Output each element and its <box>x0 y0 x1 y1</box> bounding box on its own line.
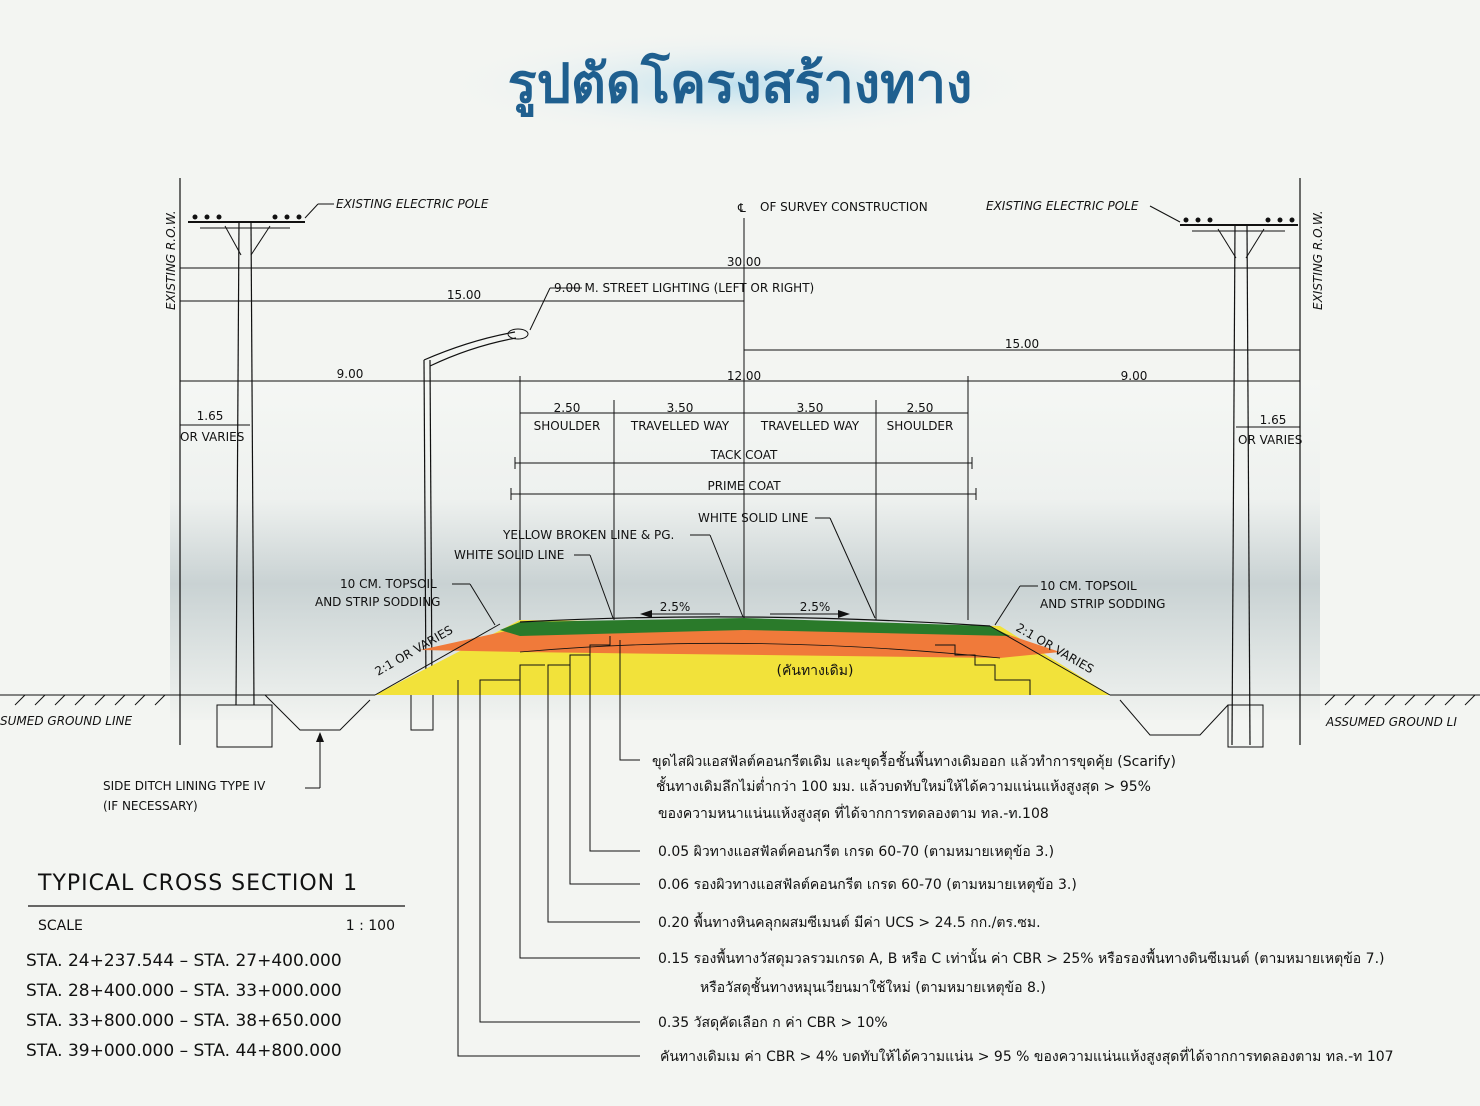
existing-embankment-label: (คันทางเดิม) <box>777 663 854 679</box>
dim-9-right: 9.00 <box>1121 369 1148 383</box>
page-title: รูปตัดโครงสร้างทาง <box>508 52 973 117</box>
prime-coat-label: PRIME COAT <box>707 479 781 493</box>
note-scarify-3: ของความหนาแน่นแห้งสูงสุด ที่ได้จากการทดล… <box>658 804 1049 822</box>
dim-165-left: 1.65 <box>197 409 224 423</box>
note-base: 0.20 พื้นทางหินคลุกผสมซีเมนต์ มีค่า UCS … <box>658 912 1041 931</box>
section-title: TYPICAL CROSS SECTION 1 <box>37 871 358 896</box>
electric-pole-right <box>1180 217 1298 748</box>
centerline-symbol: ℄ <box>737 201 746 215</box>
street-light <box>410 328 529 731</box>
station-range: STA. 28+400.000 – STA. 33+000.000 <box>26 981 342 1001</box>
side-slope-right <box>989 625 1111 696</box>
dim-15-left: 15.00 <box>447 288 481 302</box>
shoulder-label-left: SHOULDER <box>534 419 601 433</box>
travelled-way-right: TRAVELLED WAY <box>760 419 860 433</box>
side-ditch-label-2: (IF NECESSARY) <box>103 799 198 813</box>
travelled-way-left: TRAVELLED WAY <box>630 419 730 433</box>
scale-label: SCALE <box>38 918 83 934</box>
topsoil-label-left-1: 10 CM. TOPSOIL <box>340 577 437 591</box>
white-solid-line-left: WHITE SOLID LINE <box>454 548 564 562</box>
dimension-lines <box>180 267 1300 620</box>
slope-left: 2.5% <box>660 600 691 614</box>
slope-right: 2.5% <box>800 600 831 614</box>
shoulder-width-right: 2.50 <box>907 401 934 415</box>
ground-line-left: SUMED GROUND LINE <box>0 714 132 728</box>
station-range: STA. 33+800.000 – STA. 38+650.000 <box>26 1011 342 1031</box>
side-ditch-label-1: SIDE DITCH LINING TYPE IV <box>103 779 266 793</box>
side-slope-left <box>374 623 501 696</box>
row-label-right: EXISTING R.O.W. <box>1311 210 1325 310</box>
centerline-label: OF SURVEY CONSTRUCTION <box>760 200 928 214</box>
note-surface: 0.05 ผิวทางแอสฟัลต์คอนกรีต เกรด 60-70 (ต… <box>658 843 1054 860</box>
lane-width-left: 3.50 <box>667 401 694 415</box>
pavement-layers <box>375 616 1110 695</box>
dim-9-left: 9.00 <box>337 367 364 381</box>
street-lighting-label: 9.00 M. STREET LIGHTING (LEFT OR RIGHT) <box>554 281 814 295</box>
scale-value: 1 : 100 <box>346 918 395 934</box>
white-solid-line-right: WHITE SOLID LINE <box>698 511 808 525</box>
note-scarify-2: ชั้นทางเดิมลึกไม่ต่ำกว่า 100 มม. แล้วบดท… <box>656 776 1151 795</box>
dim-12: 12.00 <box>727 369 761 383</box>
electric-pole-left <box>188 214 305 748</box>
topsoil-label-left-2: AND STRIP SODDING <box>315 595 440 609</box>
note-subbase-2: หรือวัสดุชั้นทางหมุนเวียนมาใช้ใหม่ (ตามห… <box>700 977 1046 996</box>
note-subbase-1: 0.15 รองพื้นทางวัสดุมวลรวมเกรด A, B หรือ… <box>658 948 1384 967</box>
note-scarify-1: ขุดไสผิวแอสฟัลต์คอนกรีตเดิม และขุดรื้อชั… <box>652 751 1176 770</box>
ground-lines <box>0 694 1480 736</box>
shoulder-width-left: 2.50 <box>554 401 581 415</box>
dim-165-right: 1.65 <box>1260 413 1287 427</box>
note-selected: 0.35 วัสดุคัดเลือก ก ค่า CBR > 10% <box>658 1015 888 1031</box>
station-range: STA. 24+237.544 – STA. 27+400.000 <box>26 951 342 971</box>
pole-label-left: EXISTING ELECTRIC POLE <box>336 197 489 211</box>
note-binder: 0.06 รองผิวทางแอสฟัลต์คอนกรีต เกรด 60-70… <box>658 876 1077 893</box>
pole-label-right: EXISTING ELECTRIC POLE <box>986 199 1139 213</box>
topsoil-label-right-2: AND STRIP SODDING <box>1040 597 1165 611</box>
ground-hatch-right <box>1324 694 1476 706</box>
dim-30: 30.00 <box>727 255 761 269</box>
or-varies-right: OR VARIES <box>1238 433 1302 447</box>
topsoil-label-right-1: 10 CM. TOPSOIL <box>1040 579 1137 593</box>
ground-hatch-left <box>14 694 166 706</box>
row-label-left: EXISTING R.O.W. <box>164 210 178 310</box>
station-range: STA. 39+000.000 – STA. 44+800.000 <box>26 1041 342 1061</box>
ground-line-right: ASSUMED GROUND LI <box>1325 715 1457 729</box>
dim-15-right: 15.00 <box>1005 337 1039 351</box>
note-embankment: คันทางเดิมเม ค่า CBR > 4% บดทับให้ได้ควา… <box>660 1047 1394 1065</box>
tack-coat-label: TACK COAT <box>710 448 778 462</box>
lane-width-right: 3.50 <box>797 401 824 415</box>
slope-arrowhead-right <box>838 610 850 618</box>
shoulder-label-right: SHOULDER <box>887 419 954 433</box>
yellow-broken-line: YELLOW BROKEN LINE & PG. <box>502 528 674 542</box>
layer-leaders <box>457 640 640 1057</box>
or-varies-left: OR VARIES <box>180 430 244 444</box>
title-glow <box>440 30 1040 140</box>
slope-arrowhead-left <box>640 610 652 618</box>
